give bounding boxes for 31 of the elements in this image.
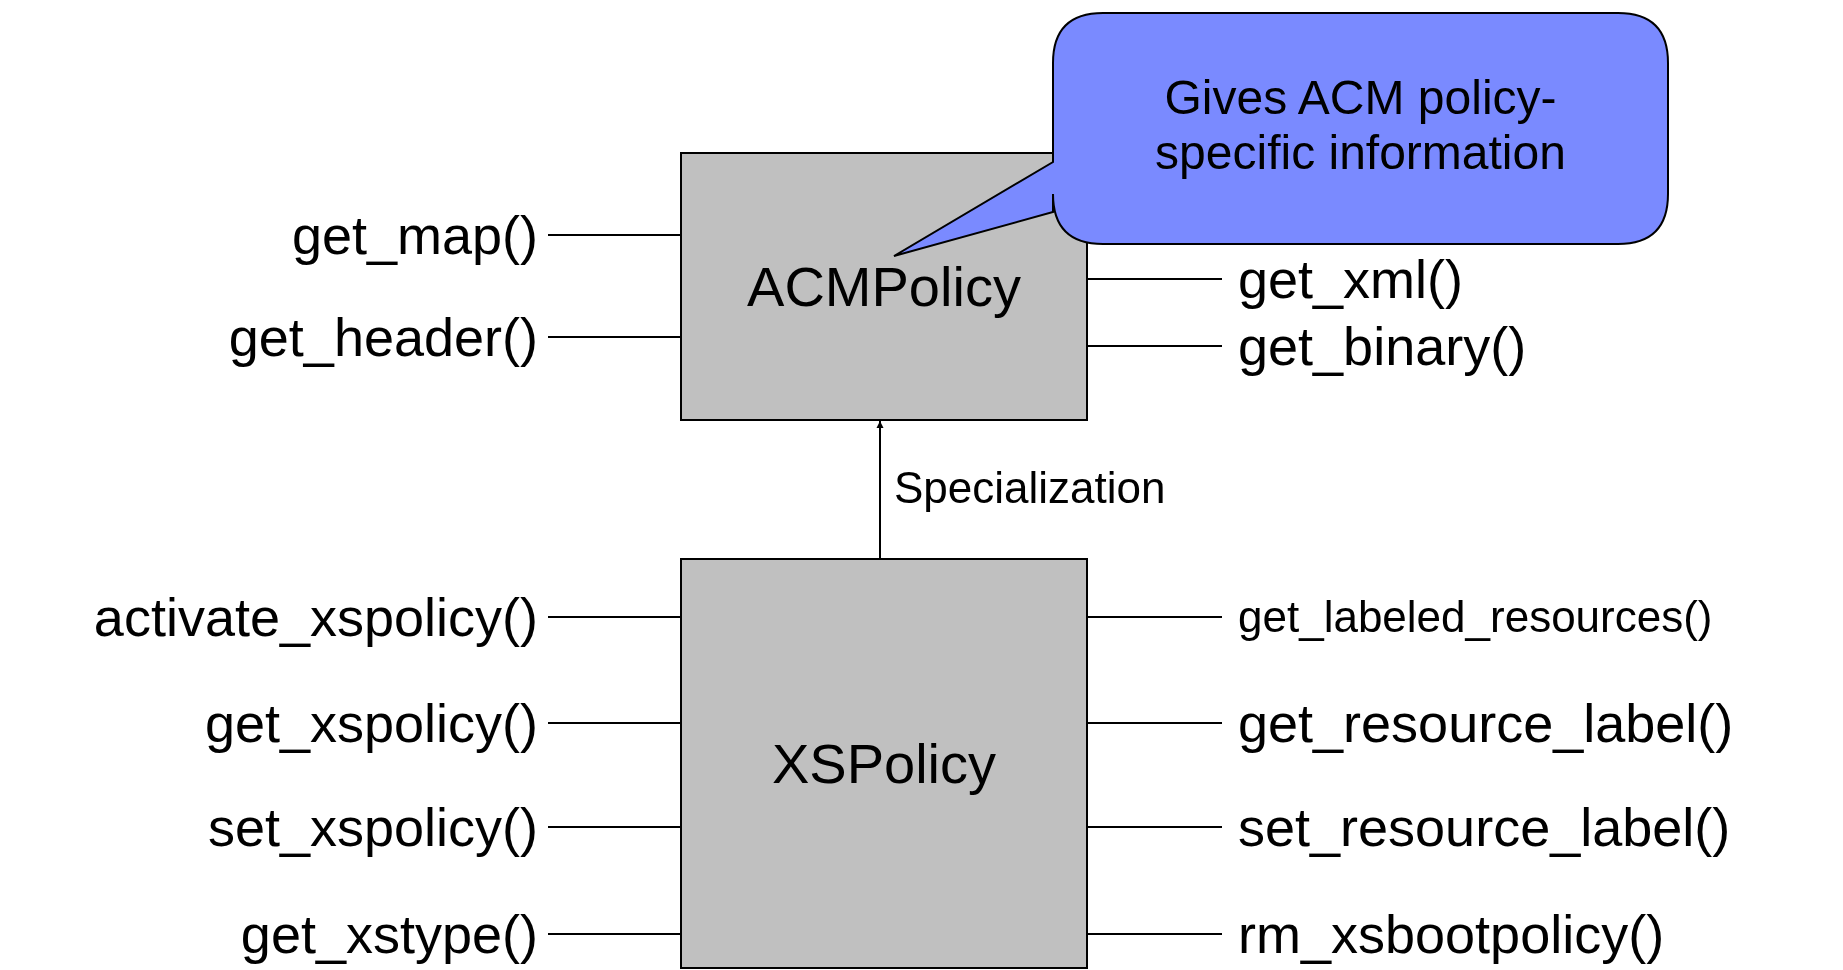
- method-name: set_xspolicy(): [0, 795, 548, 859]
- speech-bubble: [893, 12, 1669, 258]
- connector-line: [1087, 933, 1223, 935]
- method-name: get_labeled_resources(): [1222, 589, 1832, 645]
- class-name: ACMPolicy: [747, 254, 1021, 319]
- method-name: get_resource_label(): [1222, 691, 1832, 755]
- callout-text: Gives ACM policy-specific information: [1154, 70, 1567, 181]
- method-name: get_map(): [0, 203, 548, 267]
- class-name: XSPolicy: [771, 731, 997, 796]
- arrow: [876, 420, 884, 559]
- method-name: rm_xsbootpolicy(): [1222, 902, 1832, 966]
- class-box: [680, 558, 1088, 969]
- method-name: get_binary(): [1222, 314, 1832, 378]
- connector-line: [1087, 722, 1223, 724]
- connector-line: [1087, 616, 1223, 618]
- method-name: activate_xspolicy(): [0, 585, 548, 649]
- method-name: get_xml(): [1222, 250, 1832, 308]
- method-name: get_xstype(): [0, 902, 548, 966]
- class-box: [680, 152, 1088, 421]
- method-name: get_xspolicy(): [0, 691, 548, 755]
- method-name: get_header(): [0, 305, 548, 369]
- connector-line: [547, 722, 681, 724]
- connector-line: [547, 234, 681, 236]
- connector-line: [547, 826, 681, 828]
- connector-line: [1087, 826, 1223, 828]
- connector-line: [1087, 278, 1223, 280]
- connector-line: [547, 336, 681, 338]
- method-name: set_resource_label(): [1222, 795, 1832, 859]
- connector-line: [547, 616, 681, 618]
- connector-line: [1087, 345, 1223, 347]
- connector-line: [547, 933, 681, 935]
